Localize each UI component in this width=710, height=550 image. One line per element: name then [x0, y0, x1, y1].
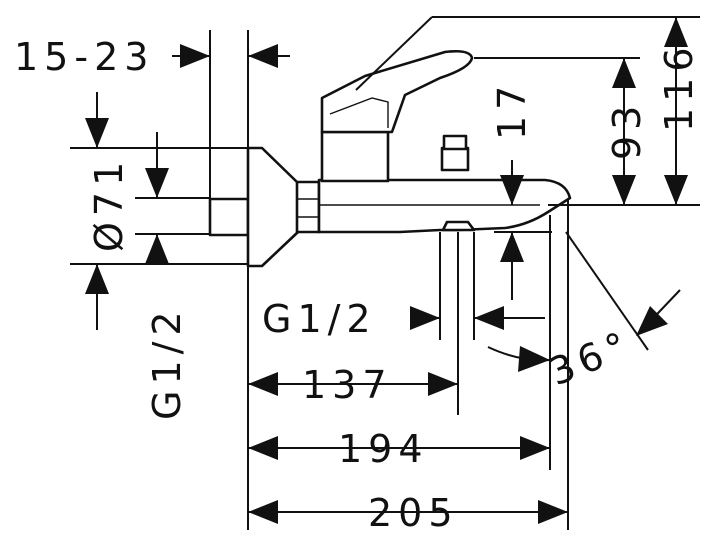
label-36-degrees: 36° [543, 322, 639, 395]
label-g12-vertical: G1/2 [145, 305, 189, 420]
wall-rosette [246, 146, 300, 268]
aerator [441, 220, 476, 232]
diverter-knob [440, 146, 470, 172]
lever-handle [320, 49, 474, 134]
label-g12-horizontal: G1/2 [262, 297, 377, 341]
label-15-23: 15-23 [14, 35, 154, 79]
wall-nut [208, 197, 250, 237]
label-194: 194 [338, 427, 429, 471]
cartridge-housing [320, 130, 390, 183]
dimension-lines [85, 17, 688, 524]
label-116: 116 [657, 41, 701, 132]
connector-nut [295, 180, 321, 234]
label-17: 17 [490, 80, 534, 140]
label-205: 205 [368, 491, 459, 535]
label-137: 137 [302, 363, 393, 407]
label-diameter-71: Ø71 [87, 156, 131, 252]
label-93: 93 [605, 100, 649, 160]
